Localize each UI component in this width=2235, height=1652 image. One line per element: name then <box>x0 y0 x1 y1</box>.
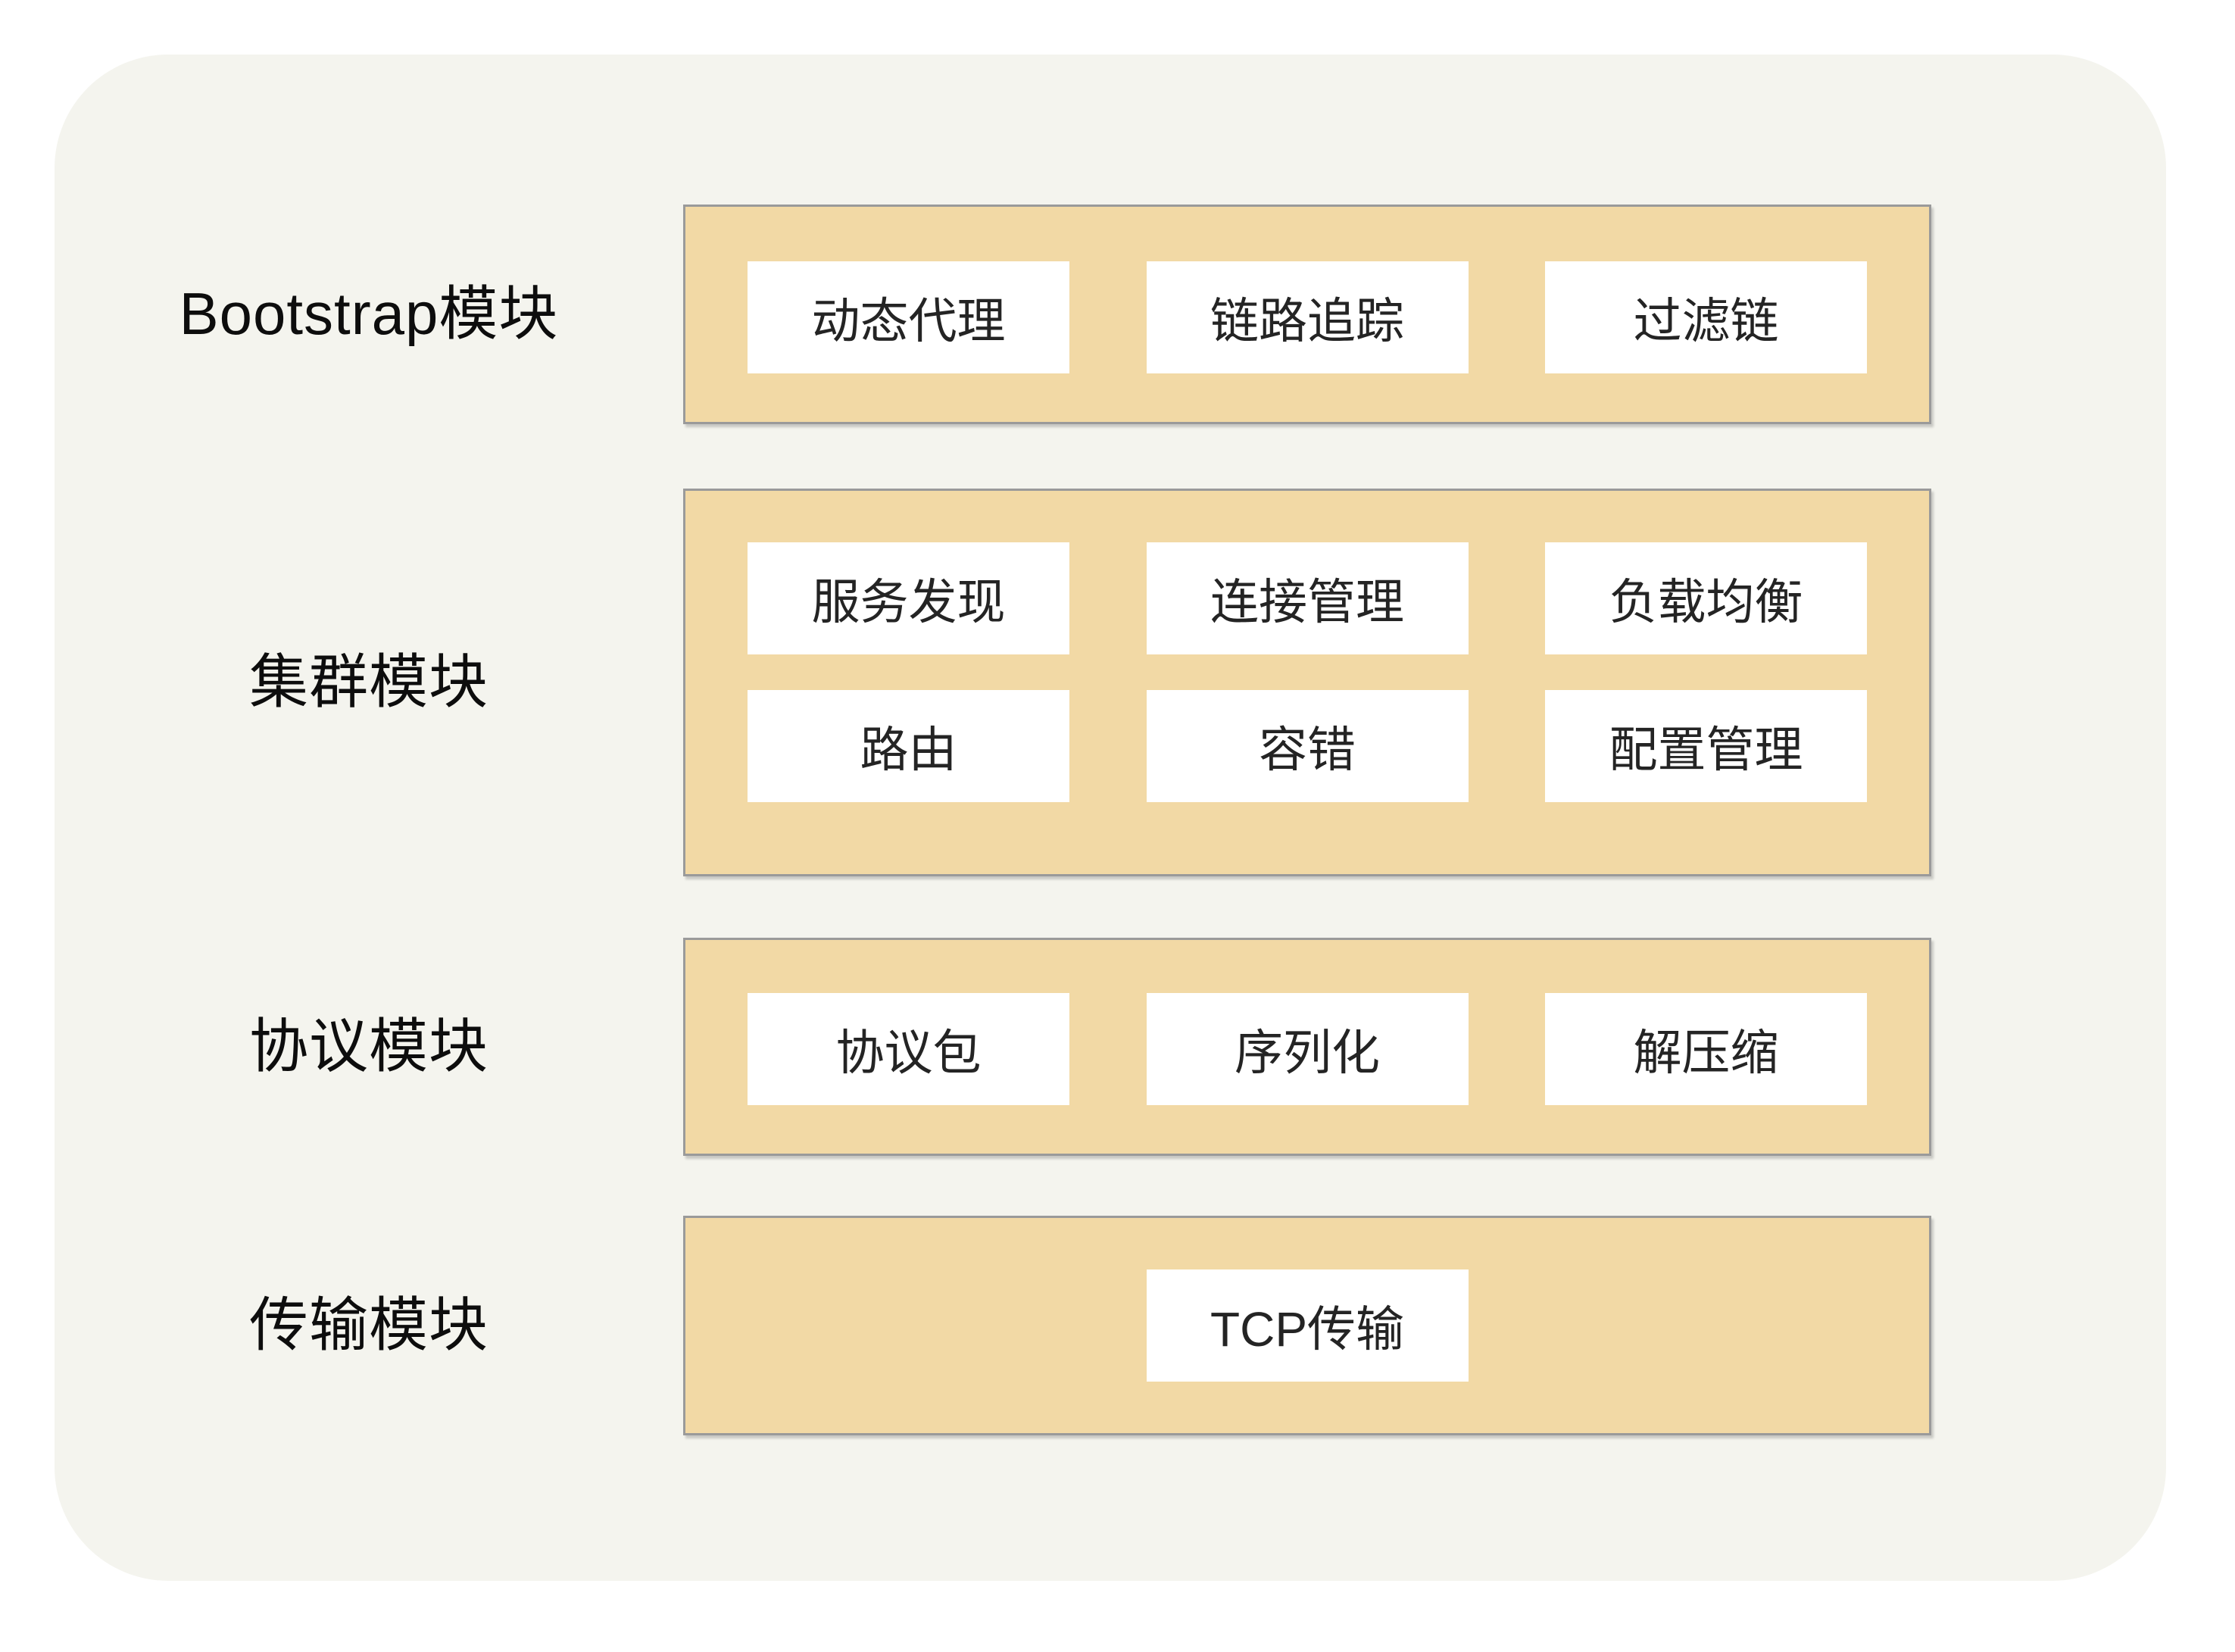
node-load-balancing: 负载均衡 <box>1545 542 1867 654</box>
band-cluster: 服务发现 连接管理 负载均衡 路由 容错 配置管理 <box>683 489 1931 876</box>
node-fault-tolerance: 容错 <box>1146 690 1469 802</box>
row-label-text: Bootstrap模块 <box>179 280 559 348</box>
band-bootstrap-row: 动态代理 链路追踪 过滤链 <box>685 261 1929 373</box>
row-label-text: 协议模块 <box>248 1013 489 1080</box>
node-service-discovery: 服务发现 <box>748 542 1069 654</box>
row-label-text: 传输模块 <box>248 1291 489 1359</box>
diagram-card: Bootstrap模块 动态代理 链路追踪 过滤链 集群模块 服务发现 连接管理… <box>55 55 2166 1581</box>
band-protocol-row: 协议包 序列化 解压缩 <box>685 993 1929 1105</box>
node-dynamic-proxy: 动态代理 <box>748 261 1069 373</box>
band-bootstrap: 动态代理 链路追踪 过滤链 <box>683 205 1931 424</box>
node-link-tracing: 链路追踪 <box>1146 261 1469 373</box>
row-label-cluster: 集群模块 <box>55 489 683 876</box>
band-transport: TCP传输 <box>683 1216 1931 1435</box>
node-protocol-package: 协议包 <box>748 993 1069 1105</box>
band-cluster-row-2: 路由 容错 配置管理 <box>685 690 1929 802</box>
node-filter-chain: 过滤链 <box>1545 261 1867 373</box>
node-connection-management: 连接管理 <box>1146 542 1469 654</box>
node-serialization: 序列化 <box>1146 993 1469 1105</box>
band-protocol: 协议包 序列化 解压缩 <box>683 938 1931 1156</box>
node-decompression: 解压缩 <box>1545 993 1867 1105</box>
row-label-protocol: 协议模块 <box>55 938 683 1156</box>
band-transport-row: TCP传输 <box>685 1269 1929 1382</box>
node-config-management: 配置管理 <box>1545 690 1867 802</box>
band-cluster-row-1: 服务发现 连接管理 负载均衡 <box>685 542 1929 654</box>
row-label-text: 集群模块 <box>248 648 489 716</box>
node-routing: 路由 <box>748 690 1069 802</box>
node-tcp-transport: TCP传输 <box>1146 1269 1469 1382</box>
row-label-bootstrap: Bootstrap模块 <box>55 205 683 424</box>
row-label-transport: 传输模块 <box>55 1216 683 1435</box>
